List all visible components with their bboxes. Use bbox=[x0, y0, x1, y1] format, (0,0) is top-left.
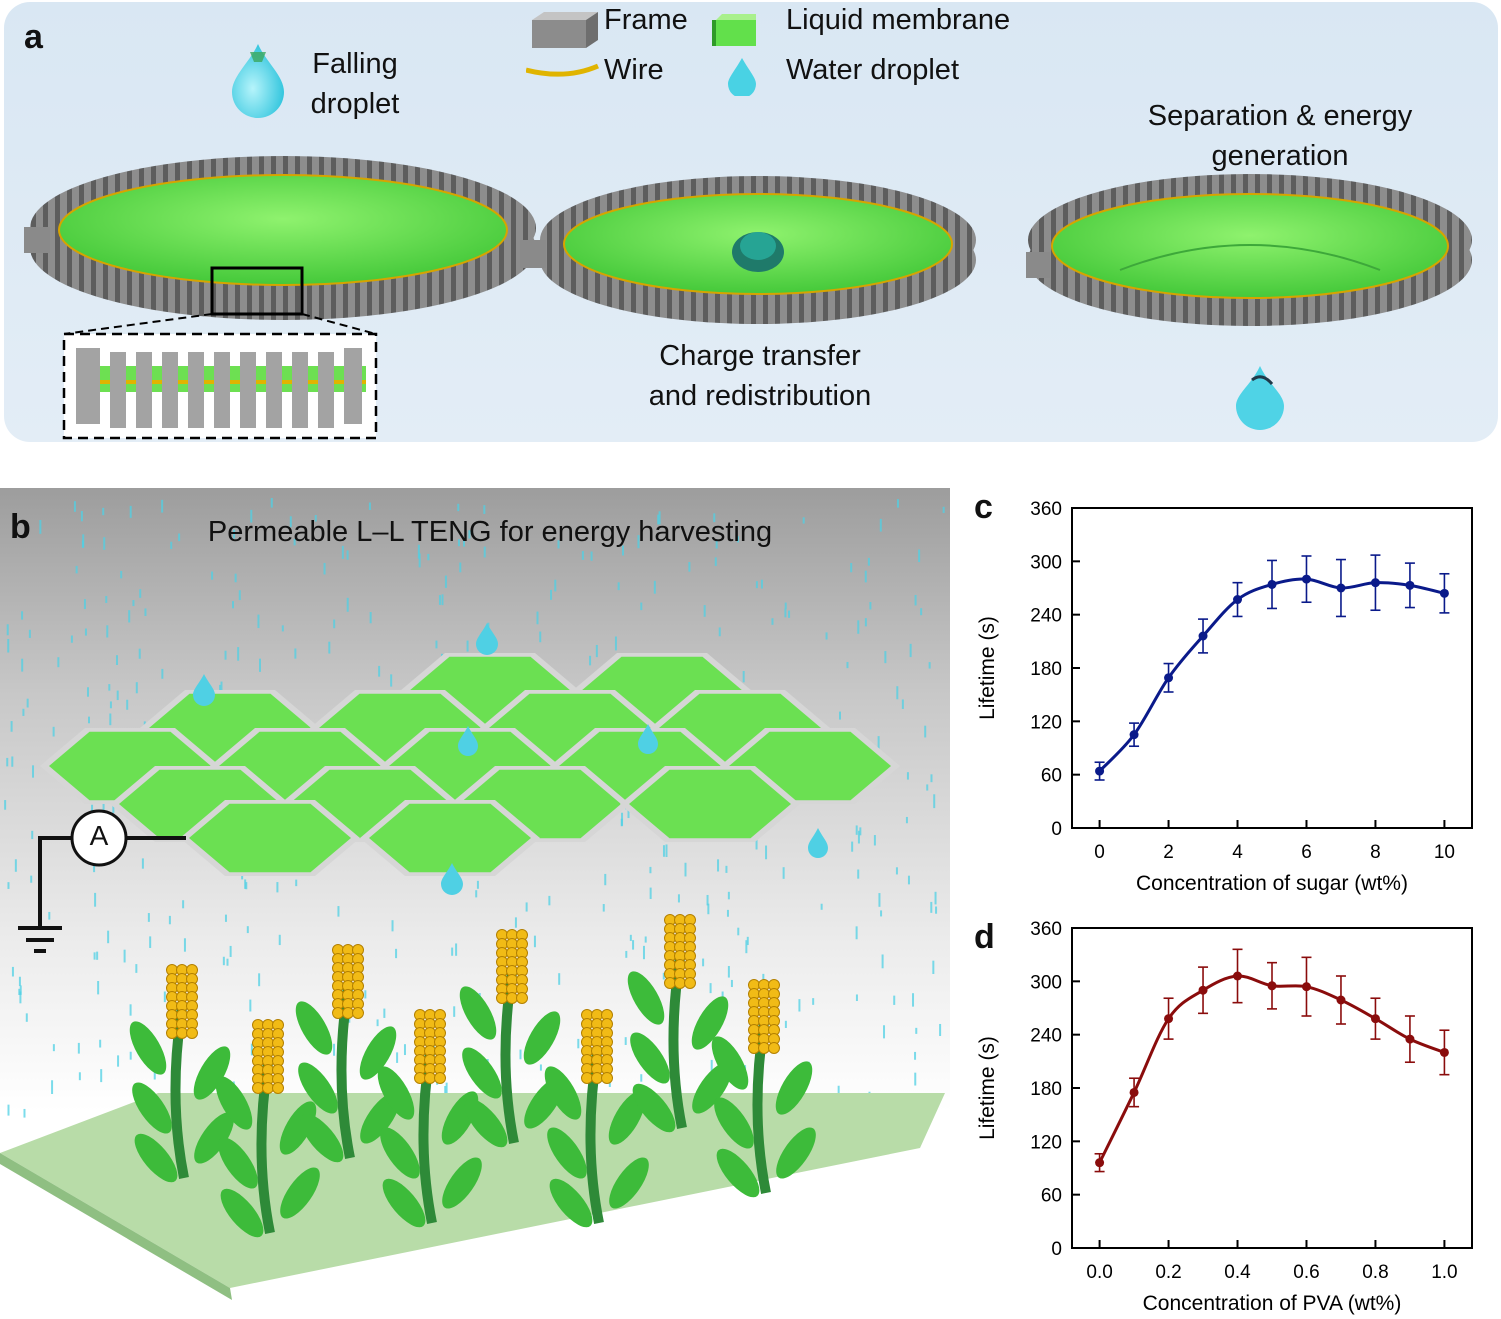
chart-c-data-point bbox=[1129, 730, 1139, 740]
chart-c-ytick-label: 240 bbox=[1030, 606, 1062, 627]
chart-d-x-axis-label: Concentration of PVA (wt%) bbox=[1143, 1292, 1402, 1315]
chart-d-data-point bbox=[1198, 985, 1208, 995]
chart-c-ytick-label: 120 bbox=[1030, 712, 1062, 733]
chart-c-data-point bbox=[1439, 588, 1449, 598]
legend-frame-label: Frame bbox=[604, 4, 688, 36]
charge-label-line2: and redistribution bbox=[648, 380, 872, 412]
chart-d-data-point bbox=[1336, 995, 1346, 1005]
chart-c-ytick-label: 300 bbox=[1030, 552, 1062, 573]
ring-frame-3 bbox=[1026, 174, 1472, 326]
frame-legend-icon bbox=[532, 12, 598, 48]
panel-c-letter: c bbox=[974, 488, 993, 526]
chart-d-data-point bbox=[1370, 1014, 1380, 1024]
falling-droplet-label-line1: Falling bbox=[312, 48, 398, 80]
array-droplets bbox=[193, 623, 828, 895]
chart-c-data-point bbox=[1198, 631, 1208, 641]
chart-d-ytick-label: 180 bbox=[1030, 1079, 1062, 1100]
chart-c-xtick-label: 6 bbox=[1301, 842, 1312, 863]
chart-c-plot-frame bbox=[1071, 507, 1473, 829]
chart-c-data-point bbox=[1233, 595, 1243, 605]
chart-c-ytick-label: 360 bbox=[1030, 499, 1062, 520]
chart-c-ytick-label: 60 bbox=[1041, 766, 1062, 787]
released-droplet-icon bbox=[1236, 366, 1284, 430]
chart-c-xtick-label: 0 bbox=[1094, 842, 1105, 863]
chart-d-data-point bbox=[1129, 1087, 1139, 1097]
chart-d-xtick-label: 1.0 bbox=[1431, 1262, 1457, 1283]
legend-icons bbox=[526, 12, 756, 96]
panel-a-letter: a bbox=[24, 18, 43, 56]
chart-d-ytick-label: 360 bbox=[1030, 919, 1062, 940]
legend-wire-label: Wire bbox=[604, 54, 664, 86]
chart-c-data-point bbox=[1267, 579, 1277, 589]
chart-c-data-point bbox=[1405, 580, 1415, 590]
ring-frame-1 bbox=[24, 156, 536, 320]
teng-illustration bbox=[0, 498, 945, 1300]
chart-c-xtick-label: 8 bbox=[1370, 842, 1381, 863]
chart-d-ytick-label: 240 bbox=[1030, 1026, 1062, 1047]
wire-legend-icon bbox=[526, 63, 600, 77]
chart-c-xtick-label: 2 bbox=[1163, 842, 1174, 863]
panel-b-title: Permeable L–L TENG for energy harvesting bbox=[207, 516, 773, 548]
ring-frame-2 bbox=[520, 176, 976, 324]
zoom-box bbox=[210, 266, 304, 316]
chart-c-xtick-label: 10 bbox=[1434, 842, 1455, 863]
falling-droplet-icon bbox=[232, 44, 284, 118]
chart-d-data-point bbox=[1439, 1047, 1449, 1057]
falling-droplet-label-line2: droplet bbox=[310, 88, 400, 120]
chart-d-ytick-label: 120 bbox=[1030, 1132, 1062, 1153]
chart-d-ytick-label: 300 bbox=[1030, 972, 1062, 993]
liquid-membrane-1 bbox=[59, 175, 507, 285]
chart-d-xtick-label: 0.4 bbox=[1224, 1262, 1251, 1283]
chart-c-xtick-label: 4 bbox=[1232, 842, 1243, 863]
chart-d-data-point bbox=[1164, 1014, 1174, 1024]
chart-d-ytick-label: 0 bbox=[1051, 1239, 1062, 1260]
panel-b-background bbox=[0, 488, 950, 1319]
hexagon-membrane-array bbox=[40, 653, 900, 876]
chart-d: 0 60 120 180 240 300 360 0.0 0.2 0.4 0.6 0.8 1.0Conc… bbox=[976, 919, 1473, 1315]
zoom-inset bbox=[62, 332, 378, 440]
ammeter-label: A bbox=[89, 820, 109, 851]
chart-d-y-axis-label: Lifetime (s) bbox=[976, 1036, 999, 1140]
chart-d-xtick-label: 0.6 bbox=[1293, 1262, 1319, 1283]
chart-c-ytick-label: 0 bbox=[1051, 819, 1062, 840]
panel-b-letter: b bbox=[10, 508, 31, 546]
plants bbox=[129, 914, 816, 1238]
chart-c-data-point bbox=[1370, 578, 1380, 588]
ammeter-icon bbox=[70, 809, 128, 867]
liquid-membrane-legend-icon bbox=[712, 14, 756, 46]
chart-d-data-point bbox=[1095, 1158, 1105, 1168]
legend-water-droplet-label: Water droplet bbox=[786, 54, 959, 86]
ring-illustrations bbox=[24, 156, 1472, 440]
chart-c-data-point bbox=[1336, 583, 1346, 593]
ground-plate bbox=[0, 1093, 945, 1288]
chart-c-ytick-label: 180 bbox=[1030, 659, 1062, 680]
legend-liquid-membrane-label: Liquid membrane bbox=[786, 4, 1011, 36]
chart-c-x-axis-label: Concentration of sugar (wt%) bbox=[1136, 872, 1408, 895]
chart-d-data-point bbox=[1405, 1034, 1415, 1044]
chart-d-xtick-label: 0.8 bbox=[1362, 1262, 1388, 1283]
chart-d-xtick-label: 0.0 bbox=[1086, 1262, 1112, 1283]
separation-label-line2: generation bbox=[1211, 140, 1349, 172]
chart-d-xtick-label: 0.2 bbox=[1155, 1262, 1181, 1283]
charge-label-line1: Charge transfer bbox=[659, 340, 861, 372]
chart-c-data-point bbox=[1301, 574, 1311, 584]
water-droplet-legend-icon bbox=[728, 58, 756, 96]
chart-d-data-point bbox=[1267, 981, 1277, 991]
ammeter-circuit bbox=[18, 836, 186, 953]
chart-d-data-point bbox=[1233, 971, 1243, 981]
chart-c-data-point bbox=[1095, 766, 1105, 776]
chart-d-ytick-label: 60 bbox=[1041, 1186, 1062, 1207]
separation-label-line1: Separation & energy bbox=[1147, 100, 1413, 132]
panel-d-letter: d bbox=[974, 918, 995, 956]
chart-c-data-point bbox=[1164, 673, 1174, 683]
chart-c-y-axis-label: Lifetime (s) bbox=[976, 616, 999, 720]
chart-d-data-point bbox=[1301, 982, 1311, 992]
